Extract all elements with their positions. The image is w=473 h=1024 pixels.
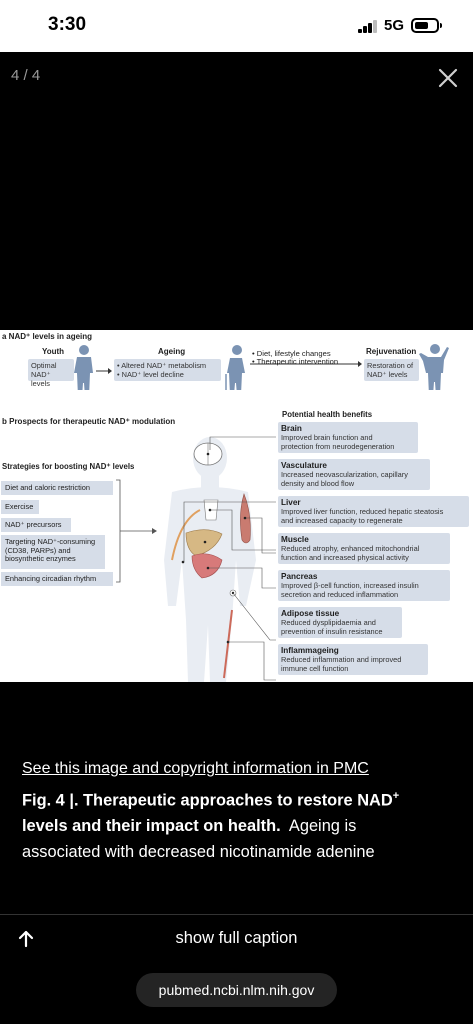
benefit-text: protection from neurodegeneration <box>281 442 395 451</box>
caption-text-line: associated with decreased nicotinamide a… <box>22 843 375 862</box>
network-label: 5G <box>384 17 405 34</box>
url-bar[interactable]: pubmed.ncbi.nlm.nih.gov <box>136 973 337 1007</box>
panel-b-title: b Prospects for therapeutic NAD⁺ modulat… <box>2 417 176 426</box>
benefit-text: secretion and reduced inflammation <box>281 590 399 599</box>
intervention-text-2: • Therapeutic intervention <box>252 357 339 366</box>
strategy-item: NAD⁺ precursors <box>1 518 71 532</box>
benefit-text: prevention of insulin resistance <box>281 627 383 636</box>
benefit-heading: Vasculature <box>281 461 327 470</box>
benefit-heading: Pancreas <box>281 572 318 581</box>
benefit-heading: Liver <box>281 498 301 507</box>
benefit-adipose: Adipose tissue Reduced dysplipidaemia an… <box>278 607 402 638</box>
benefit-heading: Brain <box>281 424 302 433</box>
show-full-caption-button[interactable]: show full caption <box>175 929 298 947</box>
strategy-item-targeting: Targeting NAD⁺-consuming (CD38, PARPs) a… <box>1 535 105 569</box>
rejuvenation-box: Restoration of NAD⁺ levels <box>364 359 419 381</box>
ageing-text-1: • Altered NAD⁺ metabolism <box>117 361 207 370</box>
benefit-vasculature: Vasculature Increased neovascularization… <box>278 459 430 490</box>
signal-icon <box>358 20 378 33</box>
figure-caption: Fig. 4 |. Therapeutic approaches to rest… <box>22 783 462 865</box>
benefit-muscle: Muscle Reduced atrophy, enhanced mitocho… <box>278 533 450 564</box>
benefit-heading: Inflammageing <box>281 646 339 655</box>
benefit-liver: Liver Improved liver function, reduced h… <box>278 496 469 527</box>
panel-a-figures <box>74 344 449 390</box>
image-counter: 4 / 4 <box>11 67 41 84</box>
caption-fig-label-rest: levels and their impact on health. <box>22 817 281 836</box>
benefit-text: density and blood flow <box>281 479 355 488</box>
benefit-text: and increased capacity to regenerate <box>281 516 403 525</box>
benefit-text: immune cell function <box>281 664 349 673</box>
benefit-text: Improved β-cell function, increased insu… <box>281 581 419 590</box>
benefit-inflammageing: Inflammageing Reduced inflammation and i… <box>278 644 428 675</box>
arrow-up-icon[interactable] <box>16 929 36 949</box>
ageing-heading: Ageing <box>158 347 186 356</box>
strategy-item: Enhancing circadian rhythm <box>1 572 113 586</box>
status-bar: 3:30 5G <box>0 0 473 52</box>
benefit-text: function and increased physical activity <box>281 553 409 562</box>
strategy-item: Diet and caloric restriction <box>1 481 113 495</box>
rejuvenation-text-2: NAD⁺ levels <box>367 370 408 379</box>
rejuvenation-text-1: Restoration of <box>367 361 414 370</box>
panel-a-title: a NAD⁺ levels in ageing <box>2 332 93 341</box>
benefit-text: Improved brain function and <box>281 433 373 442</box>
rejuvenation-heading: Rejuvenation <box>366 347 417 356</box>
ageing-box: • Altered NAD⁺ metabolism • NAD⁺ level d… <box>114 359 221 381</box>
body-diagram <box>116 436 276 682</box>
strategy-item: Exercise <box>1 500 39 514</box>
benefit-text: Reduced atrophy, enhanced mitochondrial <box>281 544 420 553</box>
strategies-title: Strategies for boosting NAD⁺ levels <box>2 462 135 471</box>
figure-image[interactable]: a NAD⁺ levels in ageing Youth Optimal NA… <box>0 330 473 682</box>
youth-heading: Youth <box>42 347 65 356</box>
caption-fig-label: Fig. 4 |. Therapeutic approaches to rest… <box>22 791 393 810</box>
divider <box>0 914 473 915</box>
youth-box: Optimal NAD⁺ levels <box>28 359 74 388</box>
benefit-heading: Adipose tissue <box>281 609 340 618</box>
benefit-heading: Muscle <box>281 535 309 544</box>
benefit-text: Improved liver function, reduced hepatic… <box>281 507 444 516</box>
benefit-brain: Brain Improved brain function and protec… <box>278 422 418 453</box>
youth-text-2: NAD⁺ levels <box>31 370 51 388</box>
strategy-line: (CD38, PARPs) and <box>5 545 71 555</box>
strategy-line: biosynthetic enzymes <box>5 554 76 563</box>
copyright-link[interactable]: See this image and copyright information… <box>22 760 369 777</box>
status-time: 3:30 <box>48 14 87 35</box>
strategy-line: Targeting NAD⁺-consuming <box>5 537 96 546</box>
youth-text-1: Optimal <box>31 361 57 370</box>
caption-text: Ageing is <box>280 817 357 836</box>
benefit-pancreas: Pancreas Improved β-cell function, incre… <box>278 570 450 601</box>
battery-icon <box>411 18 442 33</box>
intervention-text-1: • Diet, lifestyle changes <box>252 349 331 358</box>
close-icon[interactable] <box>436 66 460 90</box>
benefits-title: Potential health benefits <box>282 410 373 419</box>
ageing-text-2: • NAD⁺ level decline <box>117 370 184 379</box>
caption-superscript: + <box>392 790 400 802</box>
benefit-text: Reduced dysplipidaemia and <box>281 618 376 627</box>
benefit-text: Increased neovascularization, capillary <box>281 470 408 479</box>
benefit-text: Reduced inflammation and improved <box>281 655 402 664</box>
